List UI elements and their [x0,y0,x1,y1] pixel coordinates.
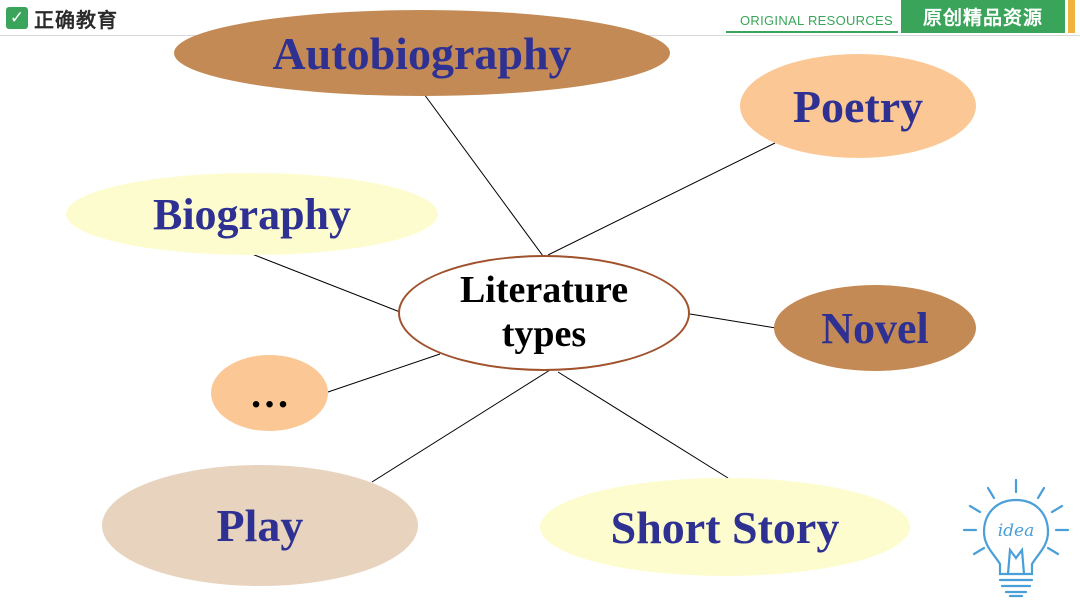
connector-novel [689,313,777,329]
original-resources-underline [726,31,898,33]
connector-play [371,369,551,483]
node-more-label: … [249,370,290,416]
node-short-story: Short Story [540,478,910,576]
node-short-story-label: Short Story [610,501,840,553]
brand-logo: ✓ 正确教育 [6,4,118,32]
brand-name: 正确教育 [34,7,118,32]
node-poetry-label: Poetry [792,80,924,132]
connector-biography [251,253,401,313]
original-resources-badge: 原创精品资源 [901,0,1065,33]
connector-autobiography [423,93,544,257]
node-biography: Biography [66,173,438,255]
connector-short-story [557,371,729,479]
connector-poetry [547,142,776,256]
node-biography-label: Biography [152,189,352,239]
accent-stripe [1068,0,1075,33]
node-poetry: Poetry [740,54,976,158]
node-autobiography-label: Autobiography [272,27,572,79]
center-label: Literature types [459,269,629,355]
node-novel: Novel [774,285,976,371]
lightbulb-idea-icon: idea [962,478,1070,598]
node-more: … [211,355,328,431]
node-novel-label: Novel [821,303,929,353]
original-resources-label: ORIGINAL RESOURCES [740,13,894,28]
node-autobiography: Autobiography [174,10,670,96]
node-play-label: Play [216,500,304,551]
idea-text: idea [998,521,1035,541]
check-icon: ✓ [6,7,28,29]
connector-more [327,353,441,393]
node-play: Play [102,465,418,586]
node-literature-types: Literature types [398,255,690,371]
